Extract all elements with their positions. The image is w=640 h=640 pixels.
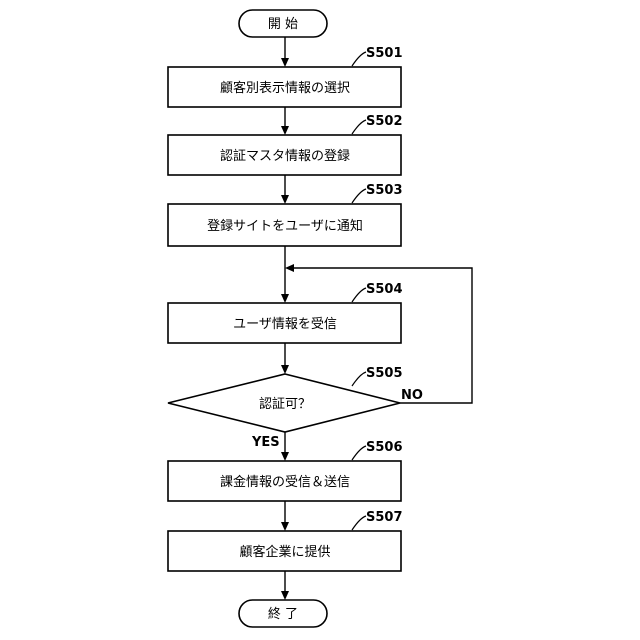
end-terminator: 終 了 bbox=[239, 600, 327, 627]
step-id: S504 bbox=[366, 282, 403, 297]
step-id: S503 bbox=[366, 183, 403, 198]
step-id: S502 bbox=[366, 114, 403, 129]
step-id: S506 bbox=[366, 440, 403, 455]
decision-s505: 認証可？ S505 NO YES bbox=[168, 366, 423, 450]
start-terminator: 開 始 bbox=[239, 10, 327, 37]
step-label: 登録サイトをユーザに通知 bbox=[207, 218, 363, 234]
decision-label: 認証可？ bbox=[259, 396, 311, 412]
step-label: 認証マスタ情報の登録 bbox=[220, 148, 350, 164]
step-label: 顧客企業に提供 bbox=[239, 544, 330, 560]
yes-branch-label: YES bbox=[251, 435, 280, 450]
step-label: ユーザ情報を受信 bbox=[233, 317, 337, 332]
step-id: S505 bbox=[366, 366, 403, 381]
end-label: 終 了 bbox=[268, 606, 298, 622]
step-id: S507 bbox=[366, 510, 403, 525]
start-label: 開 始 bbox=[268, 17, 298, 32]
step-label: 課金情報の受信＆送信 bbox=[220, 474, 350, 490]
no-branch-label: NO bbox=[401, 388, 423, 403]
step-id: S501 bbox=[366, 46, 403, 61]
step-label: 顧客別表示情報の選択 bbox=[220, 80, 350, 96]
